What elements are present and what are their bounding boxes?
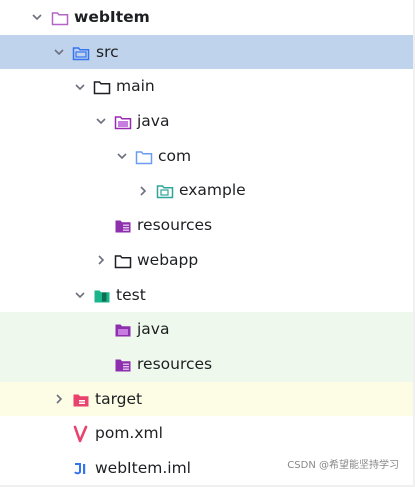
tree-item-label: java (137, 320, 170, 339)
tree-item-label: main (116, 77, 155, 96)
tree-item-webapp[interactable]: webapp (0, 243, 413, 278)
module-file-icon (72, 460, 90, 478)
tree-item-test-java[interactable]: java (0, 312, 413, 347)
tree-item-example[interactable]: example (0, 173, 413, 208)
tree-item-com[interactable]: com (0, 139, 413, 174)
tree-item-java[interactable]: java (0, 104, 413, 139)
resources-folder-icon (114, 217, 132, 235)
java-source-root-icon (114, 113, 132, 131)
tree-item-iml[interactable]: webItem.iml (0, 451, 413, 486)
tree-item-main[interactable]: main (0, 69, 413, 104)
excluded-folder-icon (72, 391, 90, 409)
chevron-down-icon[interactable] (29, 0, 45, 35)
tree-item-target[interactable]: target (0, 381, 413, 417)
tree-item-src[interactable]: src (0, 34, 413, 70)
test-source-root-icon (114, 321, 132, 339)
folder-icon (93, 78, 111, 96)
tree-item-test-resources[interactable]: resources (0, 346, 413, 382)
tree-item-pom[interactable]: pom.xml (0, 416, 413, 451)
tree-item-label: target (95, 389, 143, 408)
chevron-down-icon[interactable] (93, 104, 109, 139)
tree-item-label: java (137, 112, 170, 131)
tree-item-label: webItem.iml (95, 458, 191, 477)
chevron-down-icon[interactable] (72, 278, 88, 313)
chevron-down-icon[interactable] (114, 139, 130, 174)
tree-item-webitem[interactable]: webItem (0, 0, 413, 35)
chevron-down-icon[interactable] (72, 69, 88, 104)
maven-icon (72, 425, 90, 443)
tree-item-test[interactable]: test (0, 278, 413, 313)
package-folder-icon (135, 148, 153, 166)
watermark-text: CSDN @希望能坚持学习 (287, 460, 399, 471)
tree-item-label: example (179, 181, 246, 200)
chevron-right-icon[interactable] (51, 382, 67, 417)
package-folder-icon (156, 182, 174, 200)
tree-item-label: pom.xml (95, 424, 163, 443)
chevron-down-icon[interactable] (51, 35, 67, 70)
tree-item-resources[interactable]: resources (0, 208, 413, 243)
folder-icon (114, 252, 132, 270)
tree-item-label: resources (137, 216, 213, 235)
test-folder-icon (93, 287, 111, 305)
tree-item-label: test (116, 285, 146, 304)
tree-item-label: webItem (74, 8, 150, 26)
resources-folder-icon (114, 356, 132, 374)
tree-item-label: src (96, 42, 119, 61)
tree-item-label: webapp (137, 250, 199, 269)
chevron-right-icon[interactable] (93, 243, 109, 278)
tree-item-label: com (158, 146, 192, 165)
tree-item-label: resources (137, 354, 213, 373)
module-folder-icon (51, 9, 69, 27)
chevron-right-icon[interactable] (135, 173, 151, 208)
source-folder-icon (72, 44, 90, 62)
